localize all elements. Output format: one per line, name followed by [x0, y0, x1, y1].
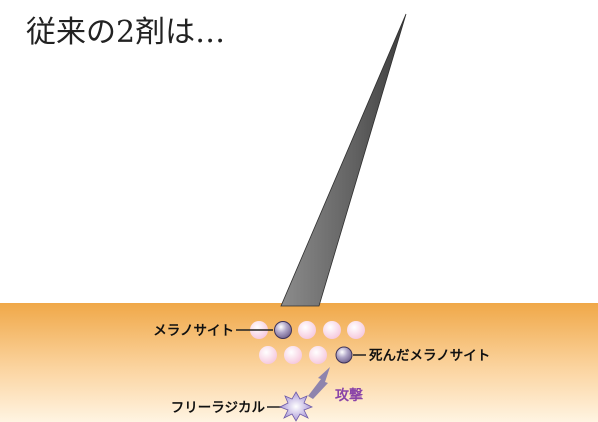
cell-row-bottom [259, 346, 327, 364]
attack-arrow [308, 367, 330, 399]
skin-cell [284, 346, 302, 364]
dead-melanocyte [335, 346, 353, 364]
melanocyte-label: メラノサイト [153, 323, 234, 339]
melanocyte [274, 321, 292, 339]
free-radical-burst [279, 391, 313, 422]
attack-label: 攻撃 [335, 387, 363, 404]
skin-cell [323, 321, 341, 339]
hair-shaft [280, 13, 407, 307]
skin-cell [347, 321, 365, 339]
skin-cell [298, 321, 316, 339]
free-radical-label: フリーラジカル [171, 400, 266, 416]
dead-melanocyte-label: 死んだメラノサイト [368, 348, 490, 364]
skin-cell [259, 346, 277, 364]
skin-cell [309, 346, 327, 364]
page-title: 従来の2剤は… [26, 15, 225, 50]
